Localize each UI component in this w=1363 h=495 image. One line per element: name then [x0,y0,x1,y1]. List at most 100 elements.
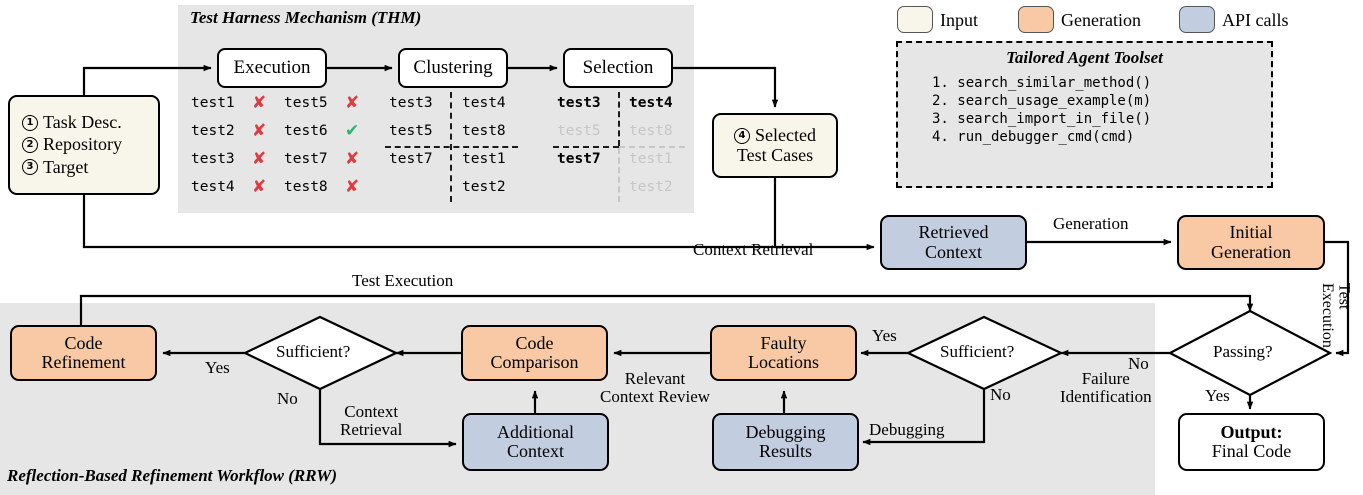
selection-left-1: test3 [557,95,601,111]
input-item-2: 2 Repository [22,134,122,155]
exec-test-3: test3 [191,151,235,167]
edge-label-no-passing: No [1128,354,1149,373]
toolset-item-3[interactable]: 3. search_import_in_file() [932,111,1152,127]
exec-mark-8: ✘ [345,177,360,197]
input-item-1-number: 1 [22,114,38,131]
code-refinement-line2: Refinement [41,352,126,372]
code-refinement-node[interactable]: Code Refinement [10,325,157,381]
legend-swatch-api [1179,6,1215,33]
code-comparison-line1: Code [515,332,554,353]
faulty-locations-node[interactable]: Faulty Locations [710,325,857,381]
selection-left-3: test7 [557,151,601,167]
faulty-locations-line1: Faulty [760,332,807,353]
legend-swatch-generation [1018,6,1054,33]
selection-row-divider-left [553,146,619,148]
exec-test-5: test5 [284,95,328,111]
cluster-right-3: test1 [462,151,506,167]
selection-right-1: test4 [629,95,673,111]
code-comparison-line2: Comparison [490,352,579,372]
exec-test-7: test7 [284,151,328,167]
retrieved-context-line1: Retrieved [918,222,989,243]
stage-execution-label: Execution [233,57,311,78]
legend-label-api: API calls [1222,10,1289,30]
cluster-row-divider [385,146,518,148]
input-item-2-label: Repository [43,134,122,155]
selection-column-divider-bottom [618,148,620,202]
thm-panel-title: Test Harness Mechanism (THM) [190,8,422,27]
decision-passing-label[interactable]: Passing? [1213,342,1273,361]
decision-sufficient-left-label[interactable]: Sufficient? [276,342,351,361]
exec-mark-7: ✘ [345,149,360,169]
cluster-right-2: test8 [462,123,506,139]
legend-swatch-input [897,6,933,33]
input-item-1-label: Task Desc. [43,111,122,132]
debugging-results-line1: Debugging [745,421,826,442]
cluster-left-1: test3 [389,95,433,111]
additional-context-line1: Additional [497,421,574,442]
toolset-title: Tailored Agent Toolset [1006,48,1163,67]
exec-test-6: test6 [284,123,328,139]
edge-label-no-right: No [990,385,1011,404]
cluster-right-1: test4 [462,95,506,111]
edge-label-generation: Generation [1053,214,1129,233]
retrieved-context-line2: Context [925,241,982,262]
input-item-3-label: Target [43,156,89,177]
legend-label-input: Input [940,10,978,30]
toolset-item-1[interactable]: 1. search_similar_method() [932,75,1152,91]
output-node[interactable]: Output: Final Code [1178,413,1325,471]
selected-test-cases-line1: 4 Selected [734,125,816,146]
toolset-item-2[interactable]: 2. search_usage_example(m) [932,93,1152,109]
selection-right-2: test8 [629,123,673,139]
edge-label-context-retrieval: Context Retrieval [693,240,814,259]
edge-label-context-retrieval-rrw: Context Retrieval [340,402,403,439]
output-line1: Output: [1220,421,1283,442]
selection-column-divider-top [618,92,620,146]
edge-label-test-execution-vertical: Test Execution [1318,283,1353,348]
selected-test-cases-line2: Test Cases [736,144,814,165]
stage-clustering[interactable]: Clustering [398,48,508,88]
exec-mark-6: ✔ [345,121,360,141]
legend-label-generation: Generation [1061,10,1141,30]
exec-mark-5: ✘ [345,93,360,113]
edge-label-yes-right: Yes [872,326,897,345]
selection-right-3: test1 [629,151,673,167]
retrieved-context-node[interactable]: Retrieved Context [880,215,1027,270]
output-line2: Final Code [1211,441,1292,461]
exec-test-2: test2 [191,123,235,139]
exec-mark-2: ✘ [252,121,267,141]
exec-test-1: test1 [191,95,235,111]
initial-generation-line1: Initial [1229,222,1273,243]
edge-label-test-execution-vertical-text: Test Execution [1318,283,1353,348]
selection-right-4: test2 [629,179,673,195]
edge-label-relevant-context-review: Relevant Context Review [600,369,711,406]
input-item-3: 3 Target [22,156,89,177]
stage-execution[interactable]: Execution [217,48,327,88]
input-item-3-number: 3 [22,159,38,176]
debugging-results-node[interactable]: Debugging Results [712,413,859,471]
edge-label-test-execution: Test Execution [352,271,454,290]
input-item-1: 1 Task Desc. [22,111,122,132]
input-node[interactable]: 1 Task Desc. 2 Repository 3 Target [8,95,160,195]
faulty-locations-line2: Locations [748,352,819,372]
thm-panel [178,5,694,213]
exec-mark-4: ✘ [252,177,267,197]
edge-label-failure-identification: Failure Identification [1060,369,1152,406]
stage-selection-label: Selection [582,57,654,78]
initial-generation-line2: Generation [1211,241,1291,262]
debugging-results-line2: Results [758,441,812,461]
selected-test-cases-node[interactable]: 4 Selected Test Cases [712,113,838,178]
stage-selection[interactable]: Selection [563,48,673,88]
edge-label-no-left: No [277,389,298,408]
code-comparison-node[interactable]: Code Comparison [461,325,608,381]
cluster-left-2: test5 [389,123,433,139]
decision-sufficient-right-label[interactable]: Sufficient? [940,342,1015,361]
additional-context-node[interactable]: Additional Context [462,413,609,471]
selected-test-cases-line1-label: Selected [755,125,816,146]
rrw-panel-title: Reflection-Based Refinement Workflow (RR… [7,466,338,485]
exec-test-4: test4 [191,179,235,195]
exec-test-8: test8 [284,179,328,195]
initial-generation-node[interactable]: Initial Generation [1177,215,1325,270]
edge-label-debugging: Debugging [869,420,945,439]
tailored-agent-toolset: Tailored Agent Toolset 1. search_similar… [896,41,1273,188]
toolset-item-4[interactable]: 4. run_debugger_cmd(cmd) [932,129,1135,145]
